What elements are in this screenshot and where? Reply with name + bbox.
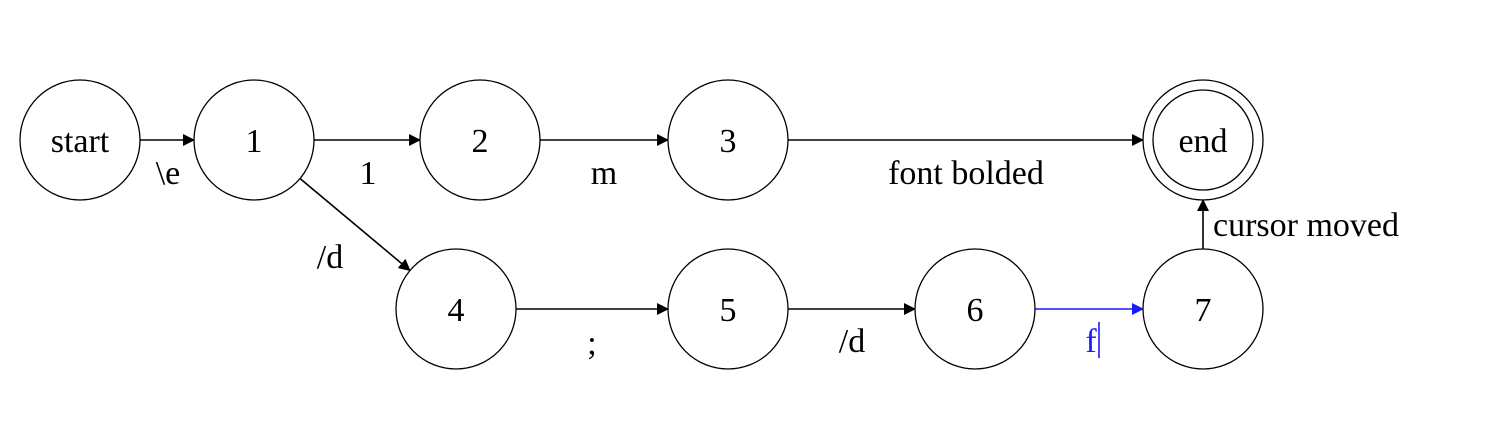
state-circle	[395, 248, 517, 370]
state-circle	[1142, 248, 1264, 370]
state-label: start	[51, 123, 110, 160]
state-node-start[interactable]: start	[19, 79, 141, 201]
state-node-2[interactable]: 2	[419, 79, 541, 201]
state-label: 2	[472, 123, 489, 160]
state-node-6[interactable]: 6	[914, 248, 1036, 370]
state-circle	[914, 248, 1036, 370]
state-node-4[interactable]: 4	[395, 248, 517, 370]
edge-1-to-4[interactable]	[299, 177, 411, 272]
state-node-1[interactable]: 1	[193, 79, 315, 201]
state-node-end[interactable]: end	[1142, 79, 1264, 201]
edge-label-5-to-6: /d	[839, 323, 865, 360]
edge-label-2-to-3: m	[591, 155, 617, 192]
state-node-3[interactable]: 3	[667, 79, 789, 201]
state-circle	[419, 79, 541, 201]
state-circle	[667, 79, 789, 201]
state-label: 7	[1195, 292, 1212, 329]
state-circle	[193, 79, 315, 201]
state-circle	[667, 248, 789, 370]
nodes: start 1 2 3 end 4 5 6 7	[19, 79, 1264, 370]
state-label: 5	[720, 292, 737, 329]
edges	[140, 134, 1209, 315]
state-label: 4	[448, 292, 465, 329]
state-label: 1	[246, 123, 263, 160]
edge-label-3-to-end: font bolded	[888, 155, 1044, 192]
accepting-ring	[1152, 89, 1254, 191]
state-label: 3	[720, 123, 737, 160]
state-node-5[interactable]: 5	[667, 248, 789, 370]
state-label: end	[1178, 123, 1227, 160]
edge-label-1-to-4: /d	[317, 239, 343, 276]
edge-label-start-to-1: \e	[156, 155, 181, 192]
state-circle	[19, 79, 141, 201]
edge-label-7-to-end: cursor moved	[1213, 207, 1399, 244]
edge-label-6-to-7[interactable]: f	[1085, 323, 1097, 360]
edge-label-1-to-2: 1	[360, 155, 377, 192]
edge-label-4-to-5: ;	[587, 325, 596, 362]
state-label: 6	[967, 292, 984, 329]
state-node-7[interactable]: 7	[1142, 248, 1264, 370]
edge-labels: \e 1 m font bolded/d; /d f cursor moved	[156, 155, 1399, 362]
